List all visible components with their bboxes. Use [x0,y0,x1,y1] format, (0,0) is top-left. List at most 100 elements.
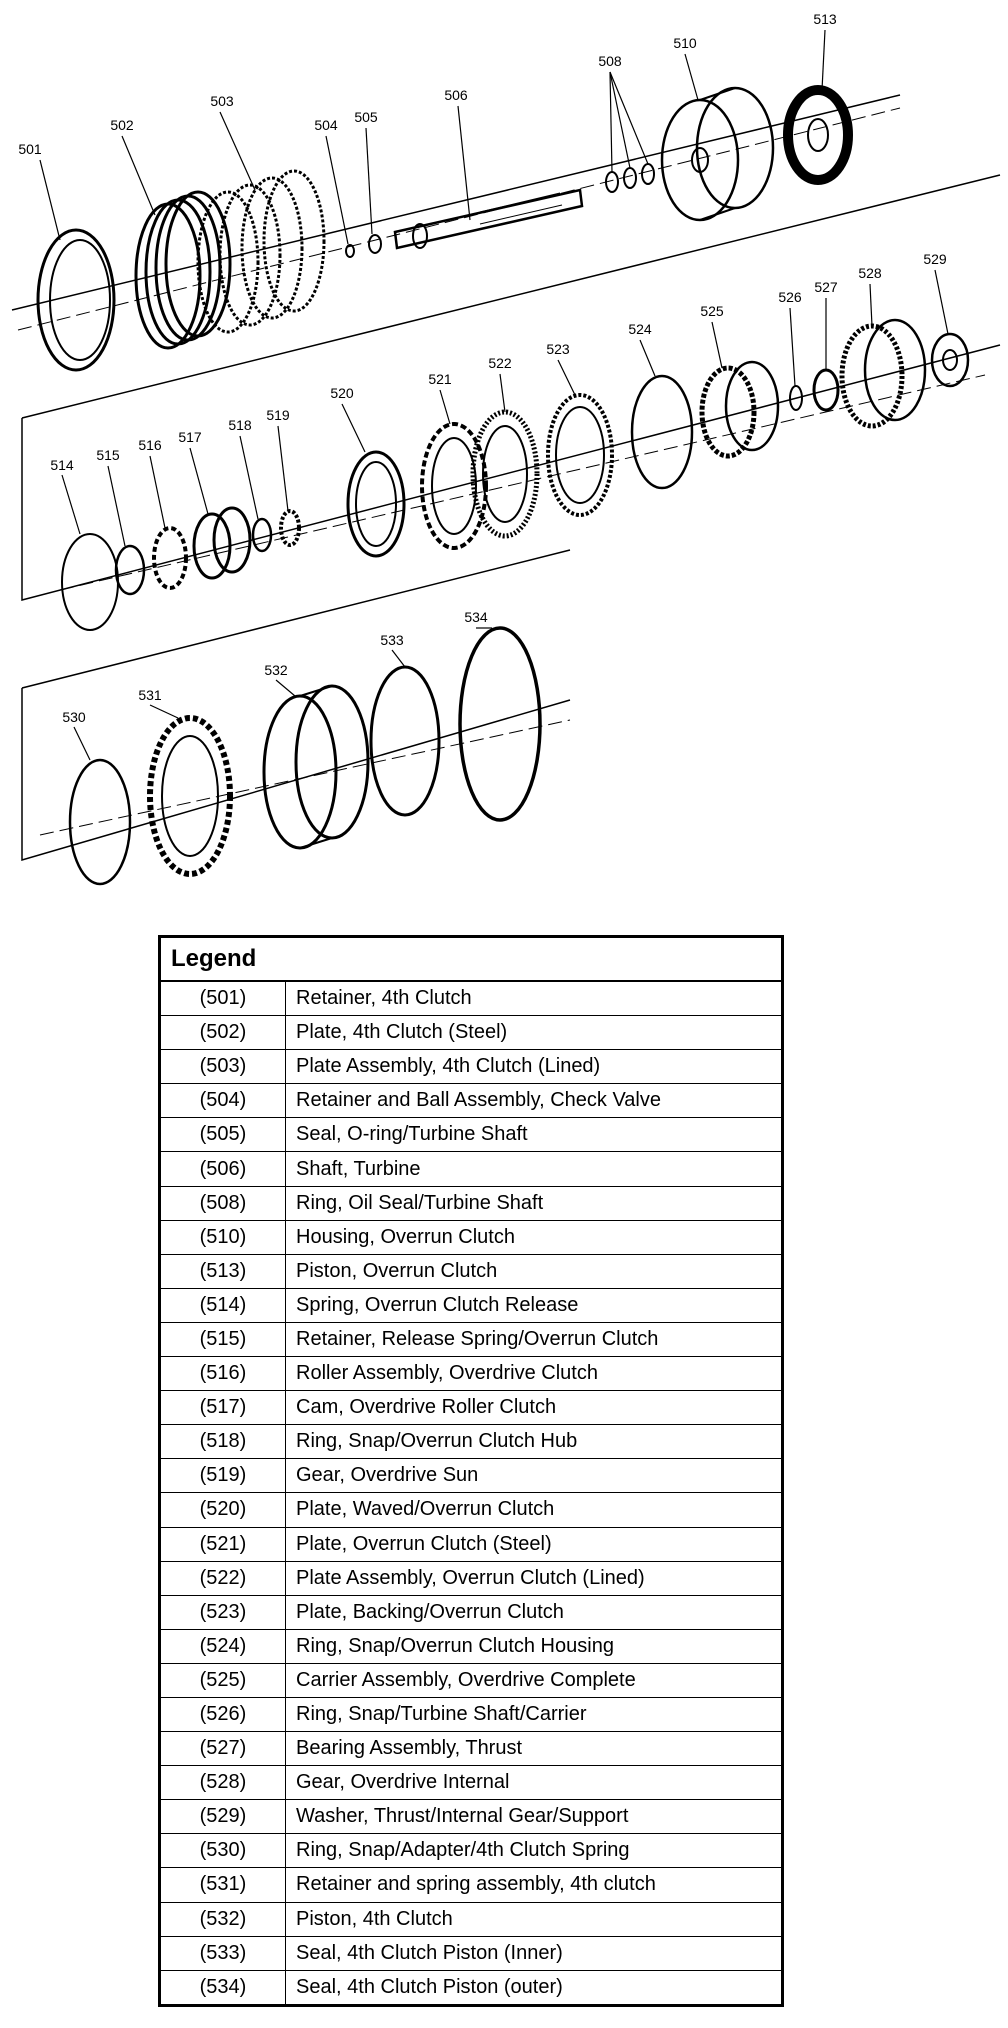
part-532-piston [262,684,370,850]
legend-row: (502)Plate, 4th Clutch (Steel) [161,1015,781,1051]
legend-part-number: (504) [161,1083,286,1119]
legend-part-description: Carrier Assembly, Overdrive Complete [285,1663,781,1698]
part-504-check-valve [345,244,355,258]
legend-part-number: (532) [161,1902,286,1937]
part-531-spring-retainer [147,715,233,877]
part-503-plates-lined [196,169,326,334]
axis-line-1 [17,107,901,331]
legend-part-number: (520) [161,1492,286,1528]
legend-part-number: (519) [161,1458,286,1494]
legend-row: (533)Seal, 4th Clutch Piston (Inner) [161,1936,781,1971]
callout-534: 534 [464,609,488,625]
callout-518: 518 [228,417,252,433]
part-506-turbine-shaft [393,188,584,250]
legend-part-description: Retainer, 4th Clutch [285,981,781,1017]
legend-row: (513)Piston, Overrun Clutch [161,1254,781,1289]
legend-part-number: (502) [161,1015,286,1051]
part-519-sun-gear [279,509,301,547]
panel-1-outline [11,94,901,311]
legend-part-number: (518) [161,1424,286,1460]
callout-510: 510 [673,35,697,51]
legend-part-description: Ring, Oil Seal/Turbine Shaft [285,1186,781,1221]
callout-529: 529 [923,251,947,267]
legend-row: (523)Plate, Backing/Overrun Clutch [161,1595,781,1630]
legend-part-description: Housing, Overrun Clutch [285,1220,781,1255]
part-524-snap-ring [630,374,694,490]
legend-part-description: Roller Assembly, Overdrive Clutch [285,1356,781,1392]
callout-533: 533 [380,632,404,648]
legend-table-frame: Legend (501)Retainer, 4th Clutch(502)Pla… [158,935,784,2007]
callout-521: 521 [428,371,452,387]
part-516-roller-assembly [152,526,188,590]
part-510-overrun-housing [660,86,775,222]
callout-520: 520 [330,385,354,401]
part-521-steel-plate [420,422,488,550]
callout-517: 517 [178,429,202,445]
legend-part-description: Plate Assembly, 4th Clutch (Lined) [285,1049,781,1085]
callout-525: 525 [700,303,724,319]
part-518-snap-ring [251,517,273,553]
legend-part-description: Retainer and spring assembly, 4th clutch [285,1867,781,1903]
legend-part-description: Cam, Overdrive Roller Clutch [285,1390,781,1426]
legend-row: (527)Bearing Assembly, Thrust [161,1731,781,1767]
callout-labels: 501 502 503 504 505 506 508 510 513 514 … [18,11,947,725]
legend-part-number: (505) [161,1117,286,1153]
callout-531: 531 [138,687,162,703]
legend-part-number: (529) [161,1799,286,1835]
legend-part-description: Seal, 4th Clutch Piston (Inner) [285,1936,781,1971]
part-530-snap-ring [68,758,132,886]
legend-part-description: Ring, Snap/Adapter/4th Clutch Spring [285,1833,781,1869]
panel-2-outline [21,174,1001,601]
callout-523: 523 [546,341,570,357]
legend-row: (521)Plate, Overrun Clutch (Steel) [161,1527,781,1562]
part-534-outer-seal [458,626,542,822]
legend-row: (517)Cam, Overdrive Roller Clutch [161,1390,781,1426]
callout-532: 532 [264,662,288,678]
part-501-retainer [36,228,116,372]
legend-part-number: (523) [161,1595,286,1630]
legend-part-number: (506) [161,1151,286,1187]
legend-part-description: Plate, Waved/Overrun Clutch [285,1492,781,1528]
legend-part-description: Plate, Backing/Overrun Clutch [285,1595,781,1630]
legend-row: (526)Ring, Snap/Turbine Shaft/Carrier [161,1697,781,1733]
legend-part-number: (513) [161,1254,286,1289]
legend-part-number: (524) [161,1629,286,1664]
legend-part-description: Plate, 4th Clutch (Steel) [285,1015,781,1051]
legend-row: (525)Carrier Assembly, Overdrive Complet… [161,1663,781,1698]
legend-part-description: Seal, O-ring/Turbine Shaft [285,1117,781,1153]
legend-row: (505)Seal, O-ring/Turbine Shaft [161,1117,781,1153]
legend-part-number: (533) [161,1936,286,1971]
legend-row: (529)Washer, Thrust/Internal Gear/Suppor… [161,1799,781,1835]
legend-part-description: Piston, Overrun Clutch [285,1254,781,1289]
part-513-piston [783,85,853,185]
legend-row: (508)Ring, Oil Seal/Turbine Shaft [161,1186,781,1221]
part-515-spring-retainer [114,544,146,596]
callout-502: 502 [110,117,134,133]
legend-row: (532)Piston, 4th Clutch [161,1902,781,1937]
legend-part-description: Spring, Overrun Clutch Release [285,1288,781,1323]
callout-522: 522 [488,355,512,371]
callout-519: 519 [266,407,290,423]
callout-526: 526 [778,289,802,305]
callout-514: 514 [50,457,74,473]
legend-part-description: Ring, Snap/Overrun Clutch Housing [285,1629,781,1664]
legend-part-description: Bearing Assembly, Thrust [285,1731,781,1767]
legend-part-number: (521) [161,1527,286,1562]
legend-row: (514)Spring, Overrun Clutch Release [161,1288,781,1323]
legend-part-description: Retainer, Release Spring/Overrun Clutch [285,1322,781,1358]
part-508-oil-seal-rings [605,163,655,193]
callout-513: 513 [813,11,837,27]
legend-row: (510)Housing, Overrun Clutch [161,1220,781,1255]
callout-515: 515 [96,447,120,463]
panel-3-outline [21,549,571,862]
legend-part-number: (510) [161,1220,286,1255]
part-522-lined-plate [470,409,540,539]
part-505-oring [368,234,382,254]
callout-506: 506 [444,87,468,103]
part-502-plates-steel [134,190,232,350]
part-517-cam [192,506,252,580]
callout-527: 527 [814,279,838,295]
part-520-waved-plate [346,450,406,558]
part-529-thrust-washer [930,332,970,388]
part-526-snap-ring [789,385,803,411]
